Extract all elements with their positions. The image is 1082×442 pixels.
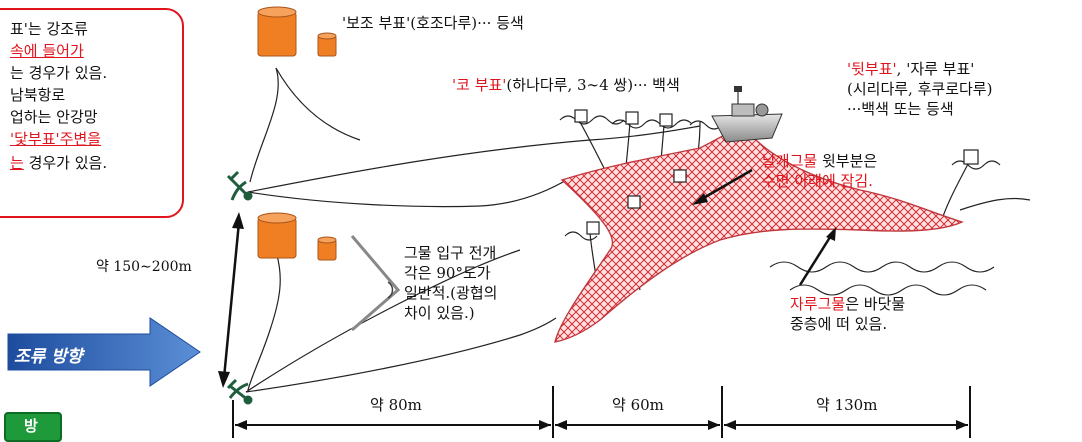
dimension-label-130m: 약 130m — [816, 396, 878, 414]
pointer-arrows — [692, 168, 836, 286]
rear-buoy-label-line3: ···백색 또는 등색 — [847, 100, 954, 118]
dimension-line — [232, 386, 971, 438]
nose-buoy-label-desc: (하나다루, 3∼4 쌍)··· 백색 — [506, 76, 680, 94]
mouth-label-line2: 각은 90°도가 — [404, 264, 491, 282]
cod-end-label-rest: 은 바닷물 — [845, 295, 906, 313]
sea-waves — [769, 261, 995, 296]
note-line: '닻부표'주변을 — [10, 130, 101, 149]
note-line-part: 는 경우가 있음. — [10, 64, 108, 82]
note-line-part: 업하는 안강망 — [10, 108, 98, 126]
anchor-icon — [226, 170, 253, 405]
rear-buoy-label-line1: '뒷부표', '자루 부표' — [847, 60, 974, 79]
cod-end-label-line1: 자루그물은 바닷물 — [790, 295, 905, 314]
rear-buoy-label-line2: (시리다루, 후쿠로다루) — [847, 80, 993, 98]
nose-buoy-label: '코 부표'(하나다루, 3∼4 쌍)··· 백색 — [452, 76, 680, 95]
nose-buoy-label-name: '코 부표' — [452, 76, 507, 94]
mouth-label-line3: 일반적.(광협의 — [404, 284, 498, 302]
note-line: 는 경우가 있음. — [10, 154, 107, 173]
section-tab[interactable]: 방 — [4, 412, 62, 442]
note-line-part: 표'는 강조류 — [10, 20, 88, 38]
dimension-label-80m: 약 80m — [370, 396, 422, 414]
mouth-label-line1: 그물 입구 전개 — [404, 244, 497, 262]
wing-net-label-line2: 수면 아래에 잠김. — [762, 172, 873, 190]
note-line-part: 경우가 있음. — [23, 154, 108, 172]
note-line: 표'는 강조류 — [10, 20, 88, 39]
mouth-angle-indicator — [350, 235, 401, 332]
note-line: 남북항로 — [10, 86, 65, 105]
note-line-part: 는 — [10, 154, 24, 172]
net-floats — [574, 109, 979, 235]
dimension-label-60m: 약 60m — [612, 396, 664, 414]
rear-buoy-label-name: '뒷부표' — [847, 60, 897, 78]
section-tab-label: 방 — [24, 417, 38, 435]
note-line-part: '닻부표'주변을 — [10, 130, 102, 148]
note-box — [0, 8, 184, 218]
tide-direction-label: 조류 방향 — [14, 347, 83, 367]
note-line: 업하는 안강망 — [10, 108, 98, 127]
boat-icon — [711, 86, 783, 143]
anchor-spacing-label: 약 150∼200m — [96, 259, 192, 275]
note-line: 는 경우가 있음. — [10, 64, 107, 83]
note-line-part: 속에 들어가 — [10, 42, 84, 60]
cod-end-label-name: 자루그물 — [790, 295, 846, 313]
wing-net-label-name: 날개그물 — [762, 152, 818, 170]
aux-buoy-label: '보조 부표'(호조다루)··· 등색 — [342, 14, 524, 32]
cod-end-label-line2: 중층에 떠 있음. — [790, 315, 888, 333]
tide-direction-arrow — [7, 317, 201, 387]
rear-buoy-label-rest: , '자루 부표' — [896, 60, 975, 78]
wing-net-label-rest: 윗부분은 — [817, 152, 878, 170]
mouth-label-line4: 차이 있음.) — [404, 304, 475, 322]
note-line: 속에 들어가 — [10, 42, 84, 61]
note-line-part: 남북항로 — [10, 86, 66, 104]
aux-buoys — [257, 6, 337, 261]
wing-net-label-line1: 날개그물 윗부분은 — [762, 152, 877, 171]
anchor-spacing-arrow — [218, 212, 244, 388]
